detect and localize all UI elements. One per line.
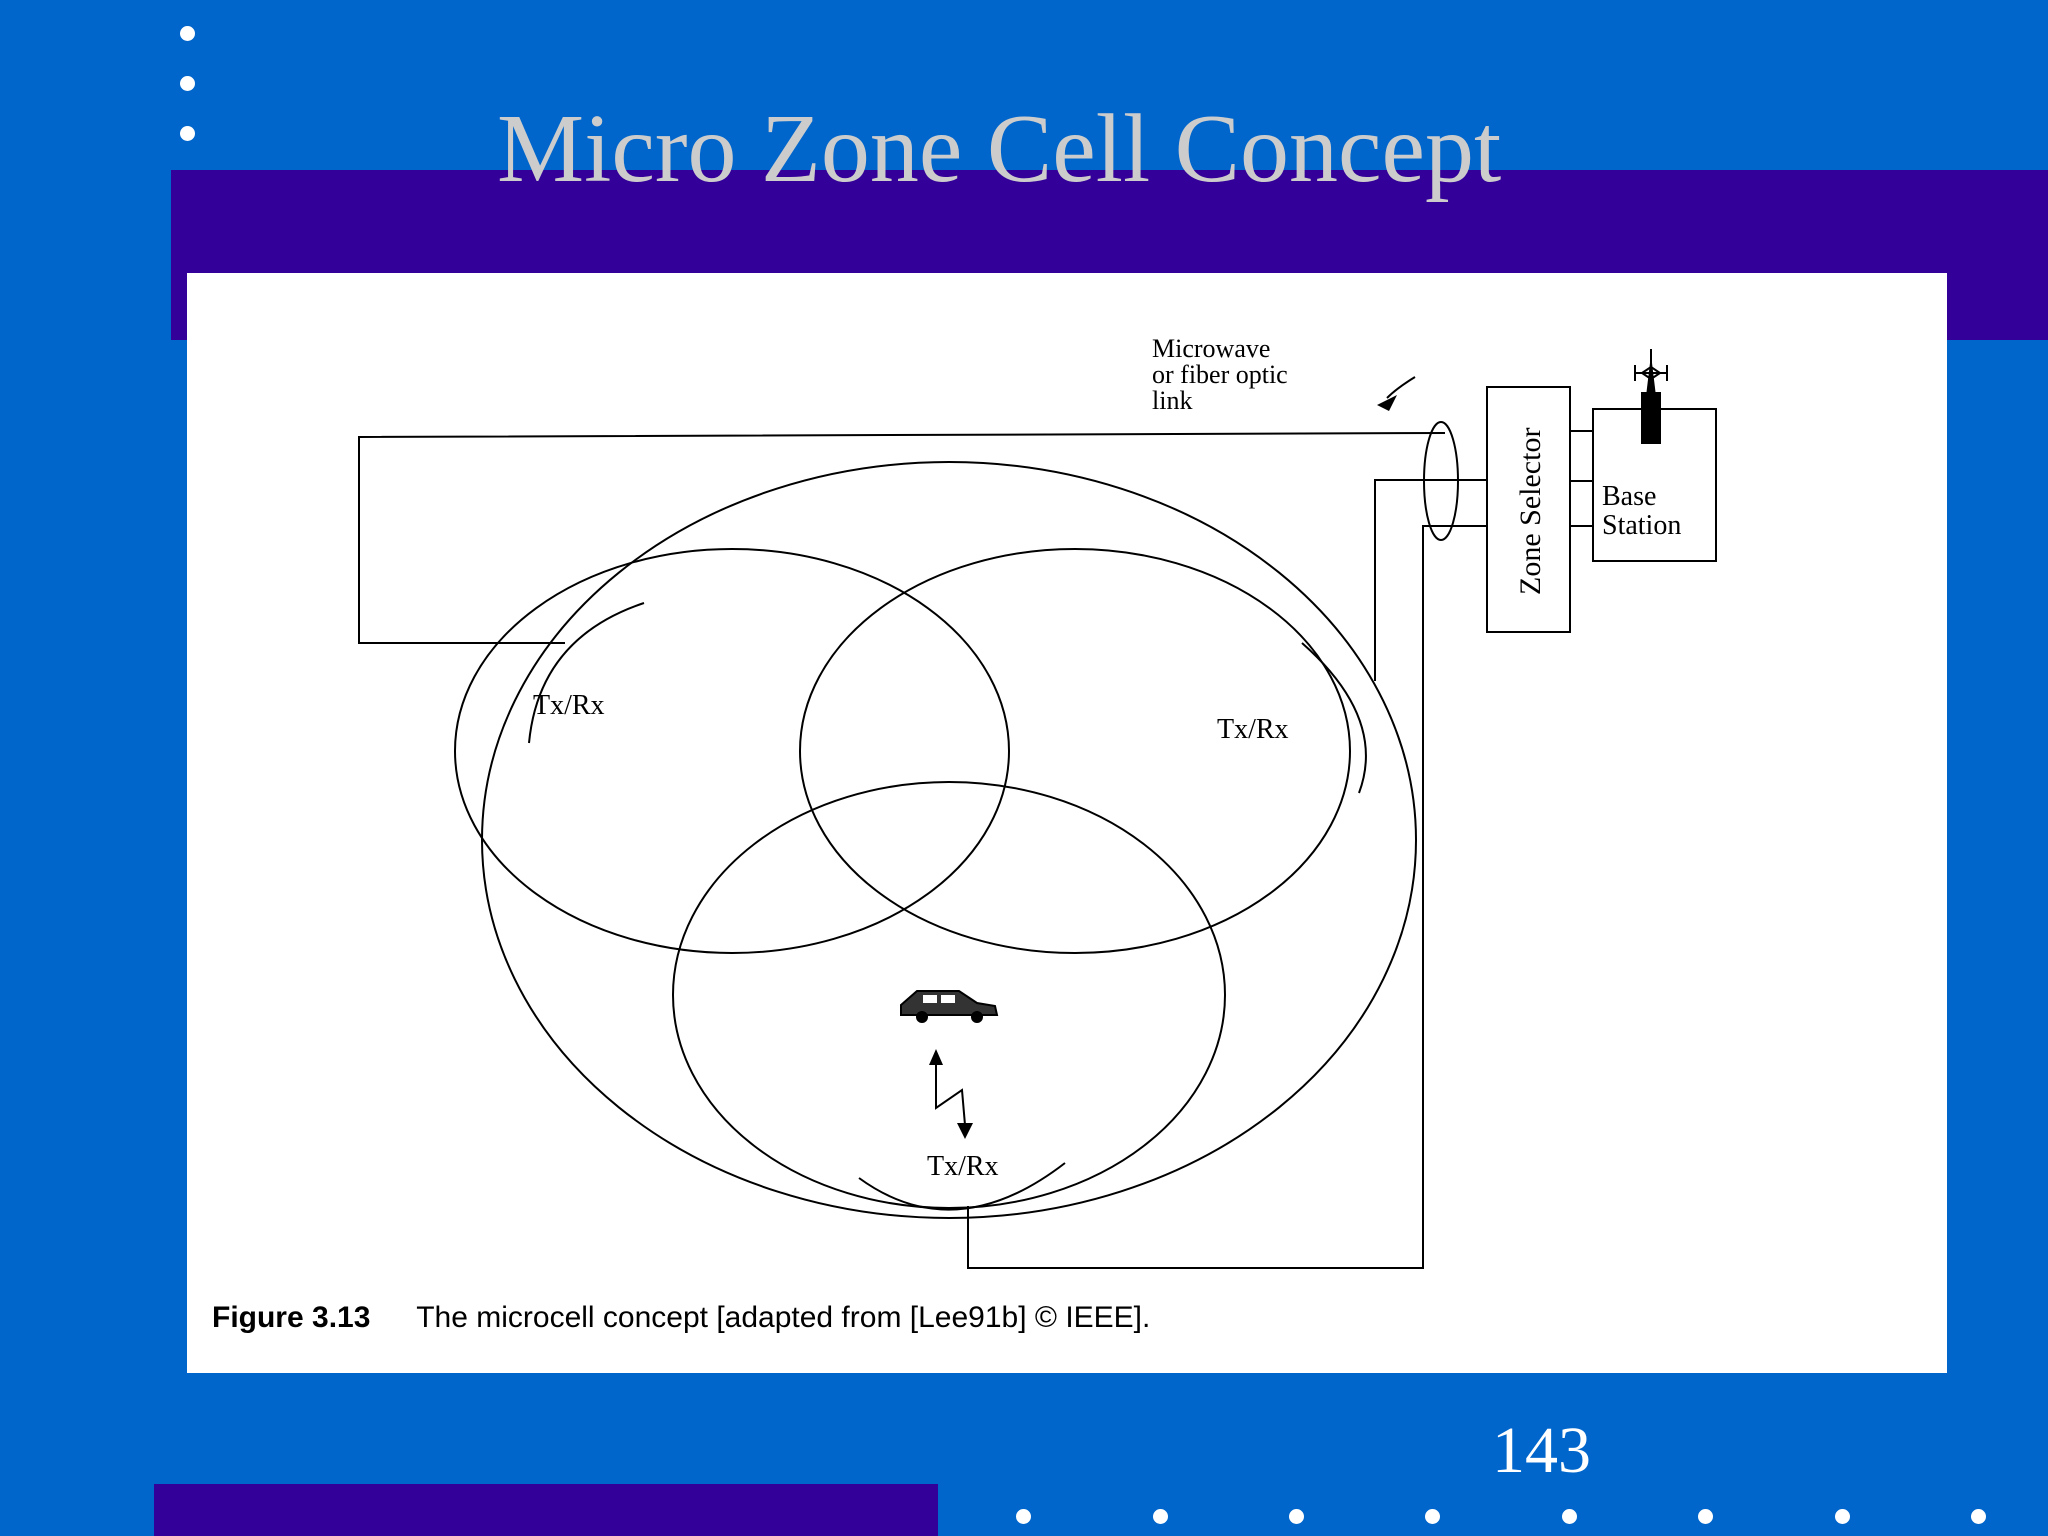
antenna-arc-left (528, 602, 645, 744)
zone-left (454, 548, 1010, 954)
zone-selector-box (1486, 386, 1571, 633)
antenna-arc-bottom (858, 1162, 1066, 1211)
page-number: 143 (1492, 1414, 1591, 1487)
decor-dot (1835, 1509, 1850, 1524)
feed-line-right (1374, 479, 1487, 681)
feed-line-left (358, 432, 1446, 644)
decor-dot (180, 76, 195, 91)
signal-arrow-icon (935, 1062, 966, 1126)
signal-arrowhead-up (929, 1049, 943, 1065)
link-label-line: Microwave (1152, 334, 1270, 363)
link-arrowhead (1377, 395, 1397, 411)
decor-dot (1971, 1509, 1986, 1524)
base-station-label-line: Station (1602, 510, 1681, 541)
signal-arrowhead-down (957, 1123, 973, 1139)
link-ellipse (1423, 421, 1459, 541)
caption-text: The microcell concept [adapted from [Lee… (416, 1301, 1151, 1334)
decor-dot (1425, 1509, 1440, 1524)
slide-title: Micro Zone Cell Concept (497, 95, 1502, 203)
antenna-arc-right (1301, 642, 1367, 794)
antenna-tower-icon (1634, 349, 1668, 444)
decor-dot (1016, 1509, 1031, 1524)
feed-line-bottom (967, 525, 1487, 1269)
caption-label: Figure 3.13 (212, 1301, 371, 1334)
txrx-label-bottom: Tx/Rx (927, 1151, 999, 1182)
link-label-line: link (1152, 386, 1192, 415)
figure-panel: Microwave or fiber optic link Zone Selec… (187, 273, 1947, 1373)
decor-dot (1153, 1509, 1168, 1524)
zone-right (799, 548, 1351, 954)
link-pointer (1386, 376, 1416, 399)
figure-caption: Figure 3.13 The microcell concept [adapt… (212, 1301, 1150, 1335)
car-icon (900, 990, 999, 1023)
decor-dot (1698, 1509, 1713, 1524)
decor-dot (1289, 1509, 1304, 1524)
zone-selector-label: Zone Selector (1514, 428, 1547, 595)
decor-dot (180, 126, 195, 141)
txrx-label-left: Tx/Rx (533, 690, 605, 721)
link-label-line: or fiber optic (1152, 360, 1288, 389)
microcell-diagram: Microwave or fiber optic link Zone Selec… (358, 334, 1717, 1269)
footer-band (154, 1484, 938, 1536)
txrx-label-right: Tx/Rx (1217, 714, 1289, 745)
zone-bottom (672, 781, 1226, 1209)
base-station-label-line: Base (1602, 481, 1656, 512)
decor-dot (180, 26, 195, 41)
decor-dot (1562, 1509, 1577, 1524)
macro-cell (481, 461, 1417, 1219)
